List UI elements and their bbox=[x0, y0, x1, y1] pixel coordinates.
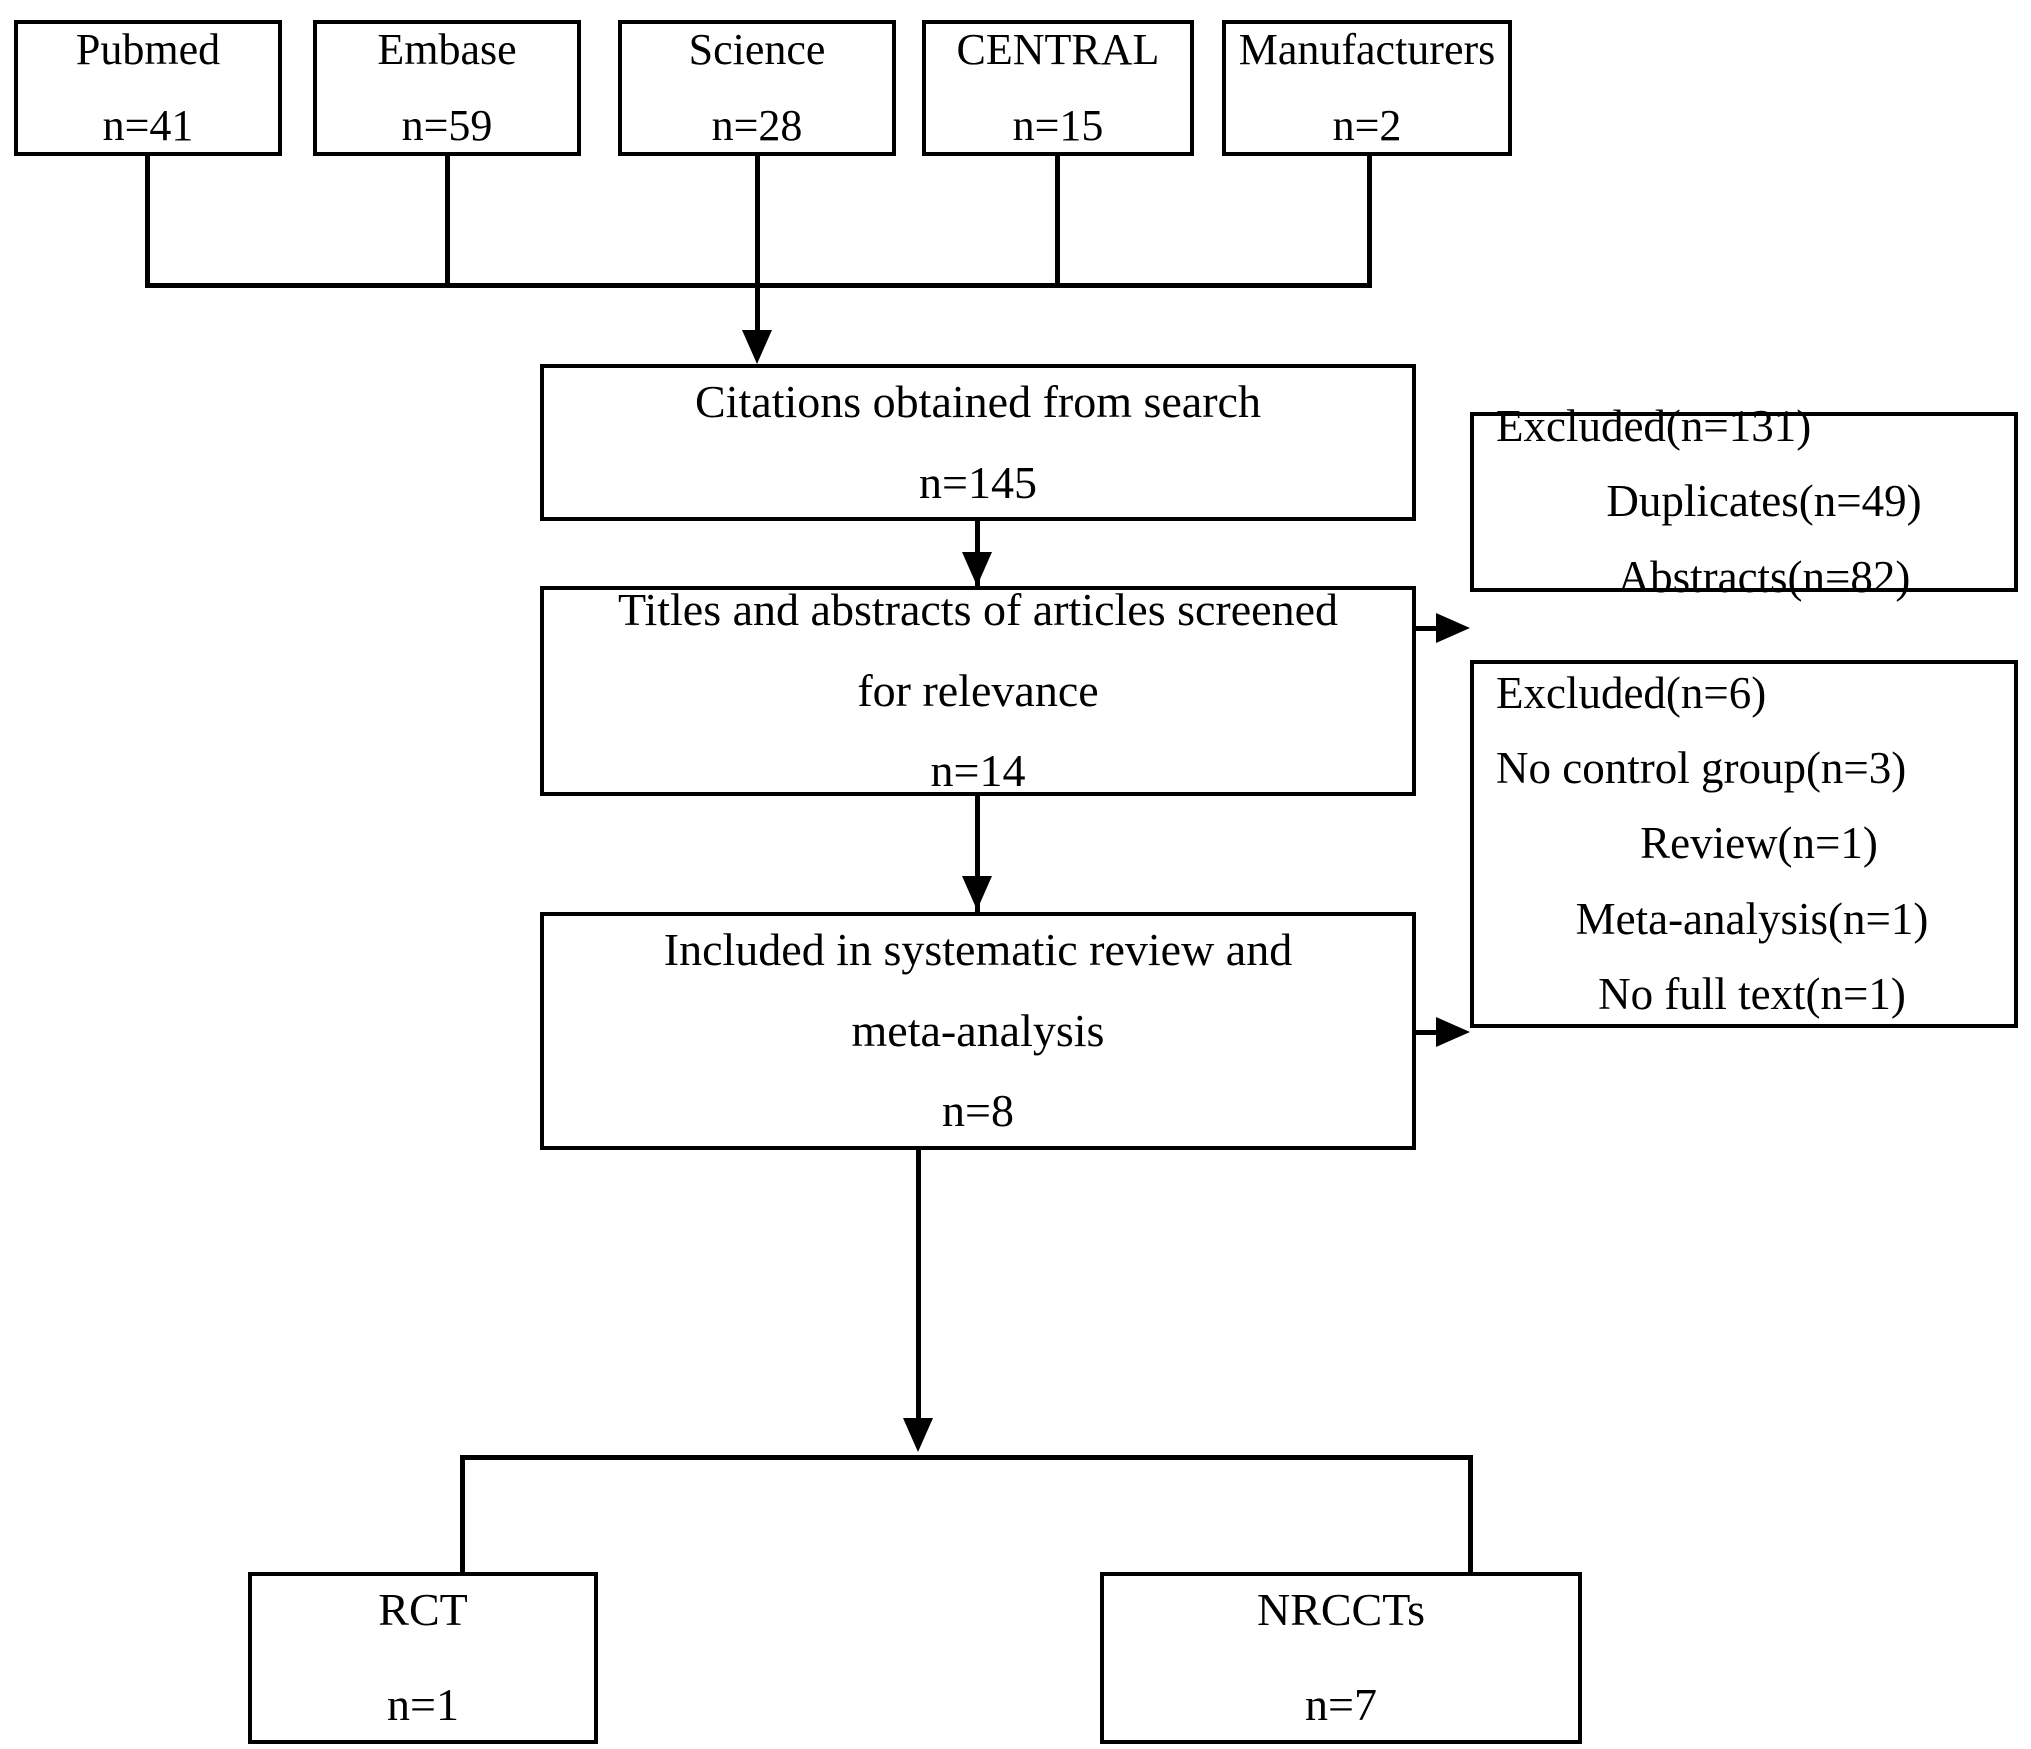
connector-embase-stub bbox=[445, 156, 450, 288]
exclusion-reason: Abstracts(n=82) bbox=[1617, 551, 1911, 602]
stage-box-screened: Titles and abstracts of articles screene… bbox=[540, 584, 1416, 796]
arrow-down-icon-to-included bbox=[962, 876, 992, 910]
source-name: CENTRAL bbox=[956, 25, 1160, 75]
stage-box-citations: Citations obtained from search n=145 bbox=[540, 364, 1416, 521]
source-box-science: Science n=28 bbox=[618, 20, 896, 156]
source-count: n=2 bbox=[1332, 101, 1402, 150]
stage-label: Citations obtained from search bbox=[695, 375, 1261, 427]
exclusion-box-2: Excluded(n=6) No control group(n=3) Revi… bbox=[1470, 660, 2018, 1028]
connector-science-stub bbox=[755, 156, 760, 288]
source-box-embase: Embase n=59 bbox=[313, 20, 581, 156]
exclusion-reason: No full text(n=1) bbox=[1598, 968, 1906, 1019]
source-name: Science bbox=[688, 25, 826, 75]
source-count: n=15 bbox=[1012, 101, 1104, 150]
exclusion-header: Excluded(n=6) bbox=[1496, 667, 1767, 718]
source-name: Embase bbox=[377, 25, 517, 75]
source-count: n=41 bbox=[102, 101, 194, 150]
source-name: Manufacturers bbox=[1238, 25, 1496, 75]
stage-count: n=8 bbox=[942, 1085, 1014, 1137]
connector-central-stub bbox=[1055, 156, 1060, 288]
source-count: n=59 bbox=[401, 101, 493, 150]
design-box-nrccts: NRCCTs n=7 bbox=[1100, 1572, 1582, 1744]
stage-label-line2: meta-analysis bbox=[851, 1004, 1105, 1056]
arrow-right-icon-to-excluded-1 bbox=[1436, 613, 1470, 643]
stage-label-line1: Included in systematic review and bbox=[663, 923, 1293, 975]
exclusion-header: Excluded(n=131) bbox=[1496, 401, 1812, 452]
arrow-down-icon-to-citations bbox=[742, 330, 772, 364]
exclusion-box-1: Excluded(n=131) Duplicates(n=49) Abstrac… bbox=[1470, 401, 2018, 602]
design-count: n=1 bbox=[387, 1679, 459, 1730]
exclusion-reason: Meta-analysis(n=1) bbox=[1575, 893, 1929, 944]
stage-box-included: Included in systematic review and meta-a… bbox=[540, 912, 1416, 1150]
arrow-down-icon-to-split bbox=[903, 1418, 933, 1452]
source-box-central: CENTRAL n=15 bbox=[922, 20, 1194, 156]
connector-included-stem bbox=[916, 1150, 921, 1422]
connector-split-to-nrccts bbox=[1468, 1455, 1473, 1575]
stage-label-line1: Titles and abstracts of articles screene… bbox=[617, 583, 1338, 635]
exclusion-reason: Duplicates(n=49) bbox=[1606, 476, 1922, 527]
arrow-down-icon-to-screened bbox=[962, 552, 992, 586]
stage-count: n=14 bbox=[930, 745, 1026, 797]
connector-pubmed-stub bbox=[145, 156, 150, 288]
connector-manufacturers-stub bbox=[1367, 156, 1372, 288]
exclusion-reason: No control group(n=3) bbox=[1496, 743, 1907, 794]
source-box-manufacturers: Manufacturers n=2 bbox=[1222, 20, 1512, 156]
design-name: RCT bbox=[378, 1584, 468, 1636]
exclusion-reason: Review(n=1) bbox=[1640, 818, 1878, 869]
source-count: n=28 bbox=[711, 101, 803, 150]
arrow-right-icon-to-excluded-2 bbox=[1436, 1017, 1470, 1047]
stage-count: n=145 bbox=[919, 456, 1037, 508]
stage-label-line2: for relevance bbox=[857, 664, 1099, 716]
design-count: n=7 bbox=[1305, 1679, 1377, 1730]
connector-merge-to-citations bbox=[755, 283, 760, 333]
source-box-pubmed: Pubmed n=41 bbox=[14, 20, 282, 156]
design-box-rct: RCT n=1 bbox=[248, 1572, 598, 1744]
design-name: NRCCTs bbox=[1256, 1584, 1426, 1636]
source-name: Pubmed bbox=[75, 25, 221, 75]
connector-screened-to-included bbox=[975, 796, 980, 880]
connector-split-to-rct bbox=[460, 1455, 465, 1575]
connector-design-split-bar bbox=[460, 1455, 1473, 1460]
